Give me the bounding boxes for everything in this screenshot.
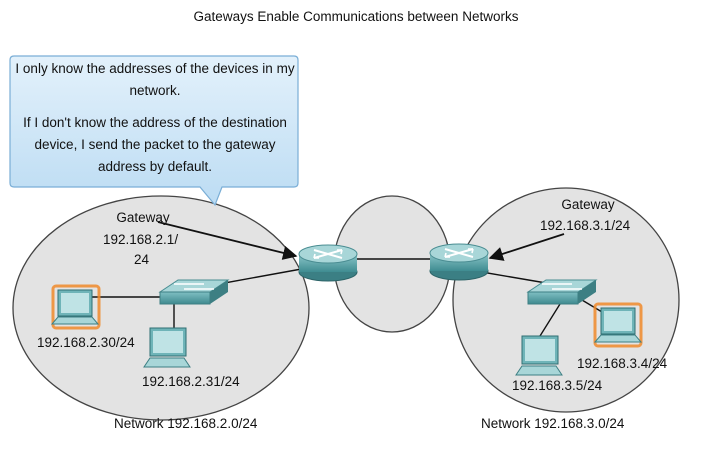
left-gateway-label: Gateway bbox=[116, 210, 170, 225]
callout-bubble bbox=[9, 55, 299, 207]
callout-line-2: If I don't know the address of the desti… bbox=[23, 115, 287, 174]
left-gateway-ip-line1: 192.168.2.1/ bbox=[103, 232, 178, 247]
left-host-a-ip: 192.168.2.30/24 bbox=[37, 335, 135, 350]
right-switch-icon bbox=[526, 279, 598, 305]
left-switch-icon bbox=[158, 279, 230, 305]
right-gateway-label: Gateway bbox=[561, 197, 615, 212]
left-host-b-ip: 192.168.2.31/24 bbox=[142, 374, 240, 389]
left-pc-b-icon bbox=[143, 327, 191, 368]
left-network-label: Network 192.168.2.0/24 bbox=[114, 416, 258, 431]
right-pc-a-icon bbox=[593, 302, 643, 348]
callout-line-1: I only know the addresses of the devices… bbox=[15, 61, 295, 98]
right-host-a-ip: 192.168.3.4/24 bbox=[577, 356, 668, 371]
right-gateway-ip: 192.168.3.1/24 bbox=[540, 218, 631, 233]
right-switch-pc-a-cable bbox=[581, 299, 603, 313]
callout-text: I only know the addresses of the devices… bbox=[14, 58, 296, 178]
left-gateway-ip-line2: 24 bbox=[134, 252, 150, 267]
right-switch-pc-b-cable bbox=[539, 303, 561, 337]
left-pc-a-icon bbox=[50, 284, 101, 330]
right-host-b-ip: 192.168.3.5/24 bbox=[512, 378, 603, 393]
right-router-icon bbox=[429, 243, 489, 281]
left-router-icon bbox=[298, 244, 358, 282]
left-gateway-arrow bbox=[157, 221, 298, 260]
right-pc-b-icon bbox=[515, 335, 563, 376]
right-gateway-arrow bbox=[488, 233, 565, 261]
diagram-title: Gateways Enable Communications between N… bbox=[194, 9, 519, 24]
left-network-ellipse bbox=[12, 195, 310, 421]
right-network-label: Network 192.168.3.0/24 bbox=[481, 416, 625, 431]
